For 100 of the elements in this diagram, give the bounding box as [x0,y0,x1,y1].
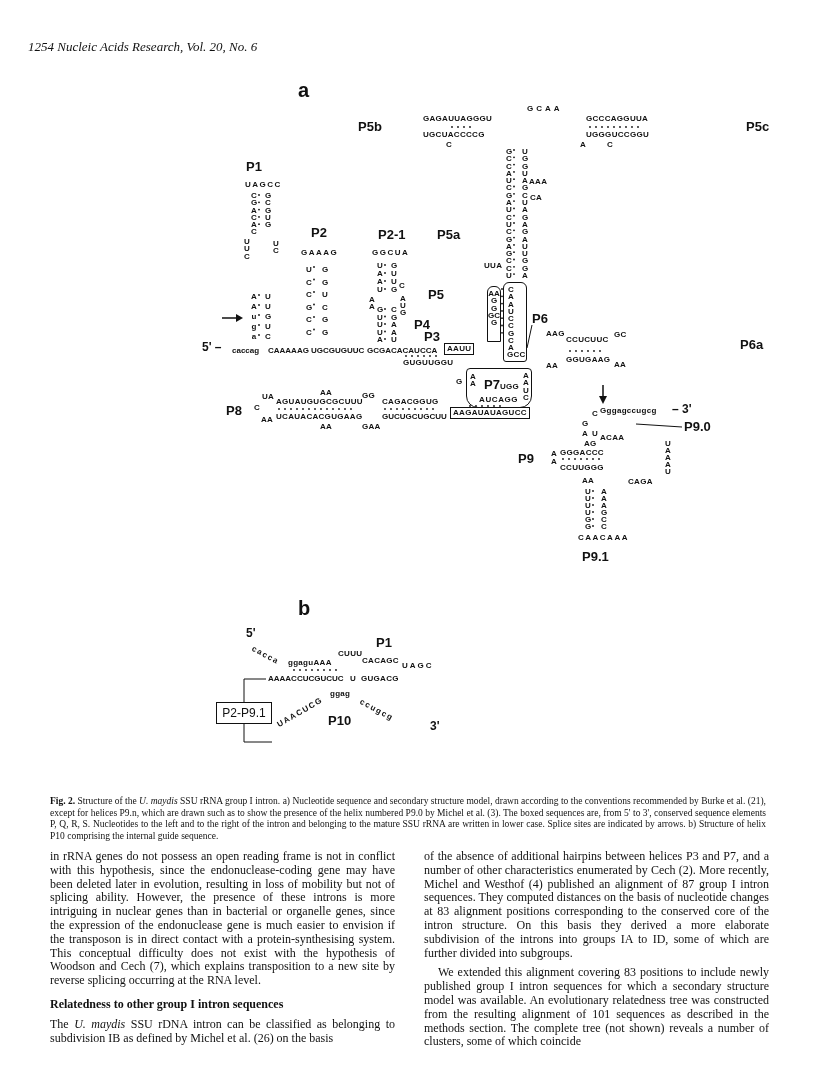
leader-line [526,324,533,349]
nucleotide-sequence: GCCAUCGAUCUCGAGCCU [505,148,513,280]
nucleotide-sequence: GGGACCC [560,449,604,457]
nucleotide-sequence: CA [530,194,543,202]
nucleotide-sequence: GCGUG [264,192,272,229]
nucleotide-sequence: C [607,141,614,149]
nucleotide-sequence: C [399,282,406,290]
nucleotide-sequence: AAuga [250,292,258,342]
nucleotide-sequence: CAAUCCGCA [507,286,515,352]
nucleotide-sequence: UAGC [402,662,434,670]
helix-label: P2-1 [378,228,406,241]
nucleotide-sequence: GAGAUUAGGGU [423,115,493,123]
nucleotide-sequence: A [582,430,589,438]
strand-end-label: – 3' [672,403,692,415]
nucleotide-sequence: AA [546,362,559,370]
panel-letter: a [298,80,310,100]
nucleotide-sequence: AA [582,477,595,485]
nucleotide-sequence: Gggagccugcg [600,407,657,415]
nucleotide-sequence: GGCUA [372,249,410,257]
helix-label: P10 [328,714,352,727]
nucleotide-sequence: UC [272,240,280,255]
body-paragraph: We extended this alignment covering 83 positions to include newly published group I intron sequences for which a secondary structure model was available. An evolutionary relatedness tree was constructed from the resulting alignment of 101 sequences as described in the methods section. The complete tree (not shown) reveals a number of clusters, some of which coincide [424,966,769,1050]
nucleotide-sequence: CCUUGGG [560,464,604,472]
section-heading: Relatedness to other group I intron sequences [50,997,285,1012]
page-header: 1254 Nucleic Acids Research, Vol. 20, No. 6 [28,40,258,53]
conserved-element-outline [503,282,527,362]
nucleotide-sequence: AA [261,416,274,424]
nucleotide-sequence: UCAUACACGUGAAG [276,413,363,421]
helix-label: P5c [746,120,770,133]
nucleotide-sequence: GCAA [527,105,563,113]
nucleotide-sequence: CAGA [628,478,653,486]
nucleotide-sequence: AA [469,373,477,388]
nucleotide-sequence: UAGCC [245,181,282,189]
helix-label: P6 [532,312,548,325]
nucleotide-sequence: AA [614,361,627,369]
body-paragraph: of the absence of additional hairpins between helices P3 and P7, and a number of other characteristics enumerated by Cech (2). More recently, Michel and Westhof (4) published an alignment of 87 group I intron sequences. They computed distances on the basis of nucleotide changes at 83 alignment positions corresponding to the conserved core of the intron structure. On this basis they derived a more elaborate subdivision of the introns into groups IA to ID, some of which are further divided into subgroups. [424,850,769,961]
helix-label: P6a [740,338,764,351]
nucleotide-sequence: GUGACG [361,675,399,683]
nucleotide-sequence: G [582,420,589,428]
nucleotide-sequence: AAAGCC [600,488,608,530]
nucleotide-sequence: caccag [232,347,260,355]
nucleotide-sequence: CGAAU [390,306,398,344]
nucleotide-sequence: UGCGUGUUC [311,347,365,355]
nucleotide-sequence: GUUG [390,262,398,294]
body-paragraph: in rRNA genes do not possess an open reading frame is not in conflict with this hypothesis, since the endonuclease-coding gene may have been deleted later in evolution, resulting in loss of mobility but not of splicing ability. However, the presence of these introns is more intriguing in nuclear genes than in bacterial or organelle genes, since the expression of the endonuclease gene is much easier to envision if the transposon is in direct contact with a protein-synthesising system. This conceptual difficulty does not exist with the hypothesis of Woodson and Cech (7), which explains transposition to a new site by reverse splicing occurring at the RNA level. [50,850,395,988]
nucleotide-sequence: UCCGCC [305,264,313,339]
nucleotide-sequence: GAA [362,423,381,431]
helix-label: P8 [226,404,242,417]
conserved-element-outline: AAGGGCG [487,286,501,342]
nucleotide-sequence: AA [550,450,558,466]
helix-label: P5b [358,120,382,133]
helix-label: P5 [428,288,444,301]
nucleotide-sequence: AA [320,389,333,397]
helix-label: P4 [414,318,430,331]
nucleotide-sequence: GUGUUGGU [403,359,454,367]
nucleotide-sequence: AAAACCUCGUCUC [268,675,344,683]
nucleotide-sequence: CAAAAAG [268,347,309,355]
nucleotide-sequence: ggaguAAA [288,659,332,667]
nucleotide-sequence: UGGUAGCUAGAGAUUGGA [521,148,529,280]
nucleotide-sequence: G [456,378,463,386]
nucleotide-sequence: AAA [529,178,548,186]
boxed-sequence: AAGAUAUAGUCC [450,407,530,419]
leader-line [635,423,683,428]
nucleotide-sequence: CAACAAA [578,534,629,542]
nucleotide-sequence: UUC [243,238,251,260]
nucleotide-sequence: UGG [500,383,520,391]
nucleotide-sequence: CACAGC [362,657,399,665]
nucleotide-sequence: U [350,675,357,683]
panel-letter: b [298,598,311,618]
helix-label: P9.0 [684,420,711,433]
helix-label: P9.1 [582,550,609,563]
nucleotide-sequence: ggag [330,690,351,698]
helix-label: P1 [246,160,262,173]
boxed-sequence: AAUU [444,343,475,355]
nucleotide-sequence: U [592,430,599,438]
nucleotide-sequence: CUUU [338,650,363,658]
nucleotide-sequence: UAAU [376,262,384,294]
nucleotide-sequence: GCCCAGGUUA [586,115,649,123]
nucleotide-sequence: GUUUA [376,306,384,344]
helix-label: P9 [518,452,534,465]
nucleotide-sequence: GCC [507,351,526,359]
helix-label: P2 [311,226,327,239]
nucleotide-sequence: UAAAU [664,440,672,475]
loop-box: P2-P9.1 [216,702,272,724]
nucleotide-sequence: GG [362,392,376,400]
nucleotide-sequence: AA [320,423,333,431]
helix-label: P5a [437,228,461,241]
nucleotide-sequence: AAUC [522,372,530,402]
nucleotide-sequence: UUGUC [264,292,272,342]
nucleotide-sequence: GGUCGG [321,264,329,339]
nucleotide-sequence: UA [262,393,275,401]
nucleotide-sequence: UUA [484,262,503,270]
nucleotide-sequence: UUUUGG [584,488,592,530]
nucleotide-sequence: C [446,141,453,149]
nucleotide-sequence: AGUAUGUGCGCUUU [276,398,363,406]
nucleotide-sequence: GGUGAAG [566,356,611,364]
helix-label: P1 [376,636,392,649]
nucleotide-sequence: CCUCUUC [566,336,609,344]
nucleotide-sequence: ACAA [600,434,625,442]
nucleotide-sequence: A [580,141,587,149]
